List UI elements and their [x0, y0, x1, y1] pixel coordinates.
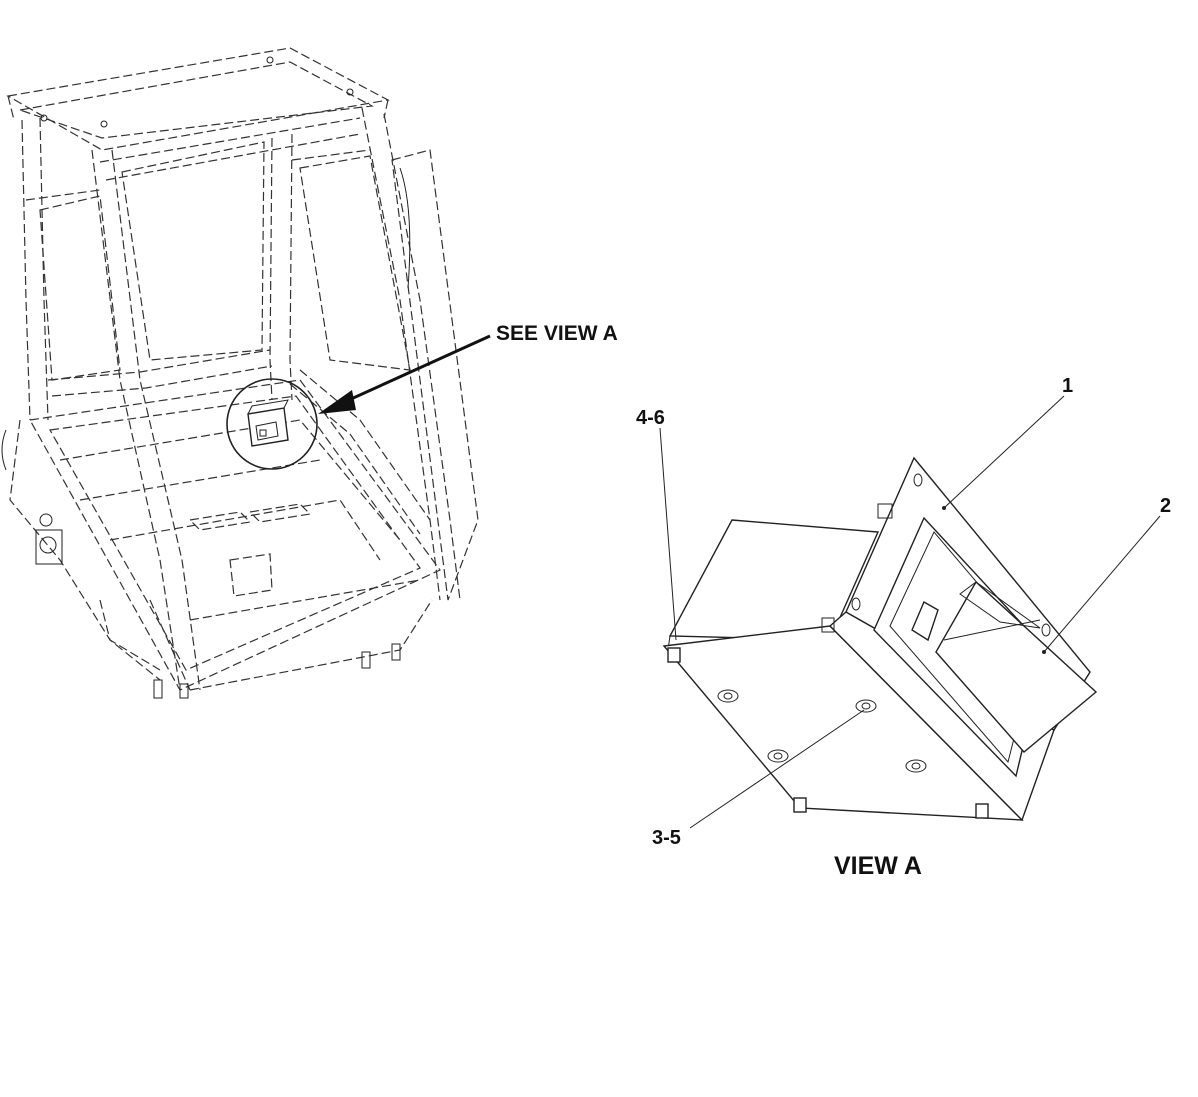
cab-frame-illustration — [1, 47, 479, 699]
callout-4-6-label: 4-6 — [636, 407, 665, 429]
callout-2-label: 2 — [1160, 495, 1171, 517]
fastener-group-3-5 — [717, 689, 927, 773]
callout-3-5-label: 3-5 — [652, 827, 681, 849]
see-view-a-label: SEE VIEW A — [496, 322, 618, 345]
callout-leaders — [659, 395, 1161, 829]
view-a-detail-circle — [226, 378, 318, 470]
view-a-assembly-illustration — [662, 456, 1098, 822]
stud-group-4-6 — [667, 647, 989, 819]
callout-1-label: 1 — [1062, 375, 1073, 397]
see-view-arrow — [318, 334, 491, 414]
view-a-title: VIEW A — [834, 852, 922, 880]
